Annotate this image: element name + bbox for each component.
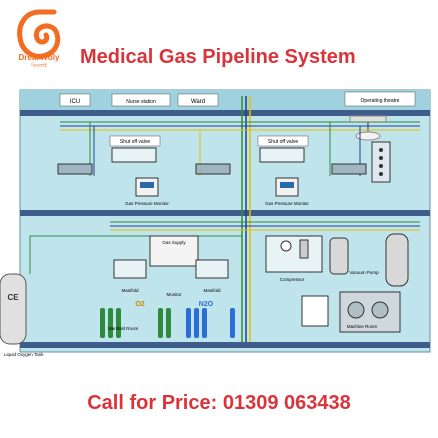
oxygen-cylinders xyxy=(100,308,171,338)
gas-pressure-monitor-right-label: Gas Pressure Monitor xyxy=(265,201,309,206)
bedhead-unit-1 xyxy=(57,163,93,175)
monitor-label: Monitor xyxy=(166,292,182,297)
floor-slab-bottom xyxy=(20,342,430,348)
vacuum-pump-label: Vacuum Pump xyxy=(349,270,379,275)
n2o-label: N2O xyxy=(199,301,214,308)
pump-machinery xyxy=(301,291,401,333)
room-label-ward: Ward xyxy=(191,99,205,105)
liquid-oxygen-tank-label: Liquid Oxygen Tank xyxy=(4,352,44,357)
gas-supply-label: Gas Supply xyxy=(162,240,186,245)
machine-room-label: Machine Room xyxy=(347,324,378,329)
room-label-icu: ICU xyxy=(70,99,80,105)
brand-logo xyxy=(10,8,70,78)
shut-off-valve-right-label: Shut off valve xyxy=(268,139,298,145)
manifold-right-label: Manifold xyxy=(203,288,221,293)
gas-pipeline-diagram: ICU Nurse station Ward Operating theatre… xyxy=(0,89,431,357)
call-for-price: Call for Price: 01309 063438 xyxy=(87,392,351,414)
air-receiver-tank xyxy=(385,233,409,287)
room-label-nurse-station: Nurse station xyxy=(126,99,156,105)
bedhead-unit-3 xyxy=(331,163,367,175)
middle-floor-pipes xyxy=(29,221,420,274)
manifold-room-label: Manifold Room xyxy=(108,326,139,331)
manifold-left-label: Manifold xyxy=(121,288,139,293)
pendant-unit xyxy=(371,141,391,183)
page-title: Medical Gas Pipeline System xyxy=(80,46,356,68)
brand-logo-icon xyxy=(17,9,61,59)
o2-label: O2 xyxy=(135,301,144,308)
valve-box-left xyxy=(111,147,157,163)
brand-name: Dreamvoly xyxy=(18,53,60,62)
liquid-oxygen-tank xyxy=(0,273,27,345)
compressor-label: Compressor xyxy=(280,277,305,282)
valve-box-right xyxy=(259,147,305,163)
ce-mark: CE xyxy=(7,293,19,302)
bedhead-unit-2 xyxy=(195,163,231,175)
floor-slab-top xyxy=(20,110,430,116)
shut-off-valve-left-label: Shut off valve xyxy=(120,139,150,145)
floor-slab-middle xyxy=(20,210,430,216)
brand-subtitle: ডিমফাই xyxy=(31,63,47,69)
gas-pressure-monitor-left-label: Gas Pressure Monitor xyxy=(125,201,169,206)
vacuum-tank xyxy=(329,237,349,275)
room-label-operating-theatre: Operating theatre xyxy=(361,98,400,104)
n2o-cylinders xyxy=(186,308,235,338)
